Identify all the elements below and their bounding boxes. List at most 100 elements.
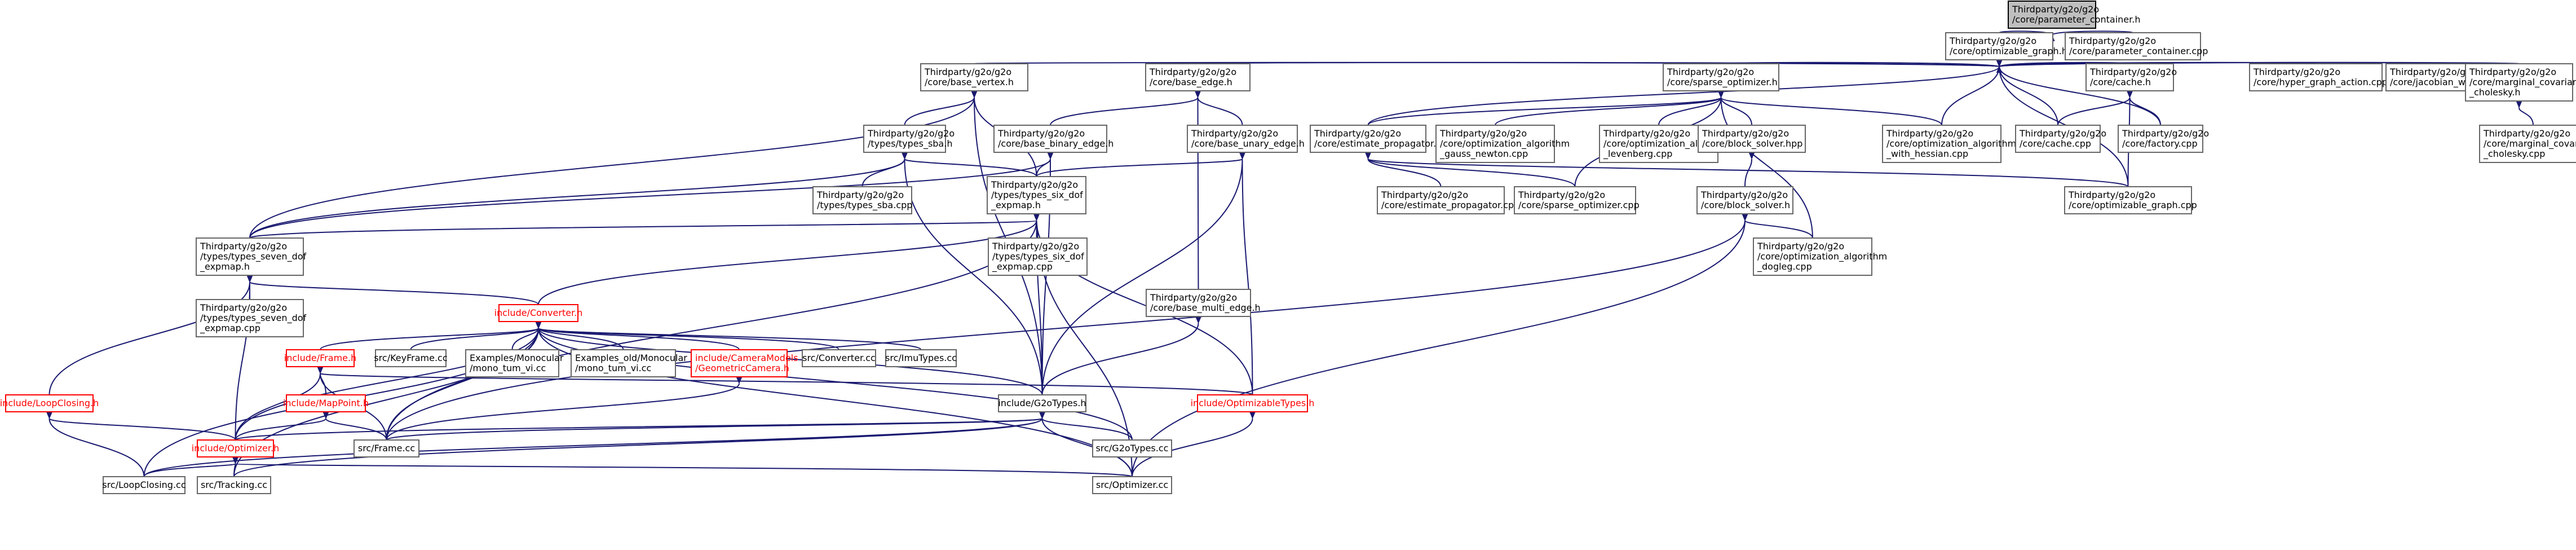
node-label-line: Thirdparty/g2o/g2o — [1518, 190, 1605, 200]
node-types-sba-cpp[interactable]: Thirdparty/g2o/g2o/types/types_sba.cpp — [812, 186, 912, 214]
node-label-line: /core/estimate_propagator.h — [1314, 138, 1442, 149]
node-keyframe-cc[interactable]: src/KeyFrame.cc — [374, 349, 448, 367]
node-label-line: /core/cache.h — [2090, 77, 2151, 87]
node-label-line: src/Converter.cc — [802, 353, 876, 363]
node-label-line: /core/optimizable_graph.cpp — [2069, 200, 2197, 211]
node-types-seven-dof-cpp[interactable]: Thirdparty/g2o/g2o/types/types_seven_dof… — [196, 299, 307, 337]
node-label-line: src/LoopClosing.cc — [102, 479, 185, 490]
node-estimate-propagator-cpp[interactable]: Thirdparty/g2o/g2o/core/estimate_propaga… — [1377, 186, 1519, 214]
node-types-sba-h[interactable]: Thirdparty/g2o/g2o/types/types_sba.h — [863, 125, 955, 153]
node-label-line: src/Optimizer.cc — [1096, 479, 1168, 490]
node-types-six-dof-h[interactable]: Thirdparty/g2o/g2o/types/types_six_dof_e… — [987, 176, 1086, 214]
node-box — [1187, 125, 1298, 153]
node-label-line: /types/types_seven_dof — [200, 251, 307, 262]
node-types-six-dof-cpp[interactable]: Thirdparty/g2o/g2o/types/types_six_dof_e… — [988, 237, 1088, 276]
dependency-edge — [538, 214, 1040, 305]
node-label-line: include/Converter.h — [494, 307, 583, 318]
node-hyper-graph-action-cpp[interactable]: Thirdparty/g2o/g2o/core/hyper_graph_acti… — [2249, 63, 2388, 91]
node-param-container-h: Thirdparty/g2o/g2o/core/parameter_contai… — [2008, 1, 2140, 29]
node-label-line: Thirdparty/g2o/g2o — [816, 190, 904, 200]
node-sparse-optimizer-cpp[interactable]: Thirdparty/g2o/g2o/core/sparse_optimizer… — [1514, 186, 1640, 214]
node-base-binary-edge-h[interactable]: Thirdparty/g2o/g2o/core/base_binary_edge… — [993, 125, 1114, 153]
node-g2o-types-h[interactable]: include/G2oTypes.h — [998, 394, 1086, 412]
node-label-line: Thirdparty/g2o/g2o — [1150, 292, 1237, 303]
node-cache-h[interactable]: Thirdparty/g2o/g2o/core/cache.h — [2085, 63, 2177, 91]
node-label-line: /types/types_sba.h — [868, 138, 952, 149]
dependency-edge — [1039, 412, 1133, 477]
node-base-vertex-h[interactable]: Thirdparty/g2o/g2o/core/base_vertex.h — [920, 63, 1028, 91]
node-camera-models-h[interactable]: include/CameraModels/GeometricCamera.h — [691, 349, 798, 377]
node-loop-closing-h[interactable]: include/LoopClosing.h — [0, 394, 99, 412]
node-types-seven-dof-h[interactable]: Thirdparty/g2o/g2o/types/types_seven_dof… — [196, 237, 307, 276]
node-g2o-types-cc[interactable]: src/G2oTypes.cc — [1092, 439, 1172, 457]
node-base-edge-h[interactable]: Thirdparty/g2o/g2o/core/base_edge.h — [1145, 63, 1251, 91]
node-frame-cc[interactable]: src/Frame.cc — [354, 439, 419, 457]
node-sparse-optimizer-h[interactable]: Thirdparty/g2o/g2o/core/sparse_optimizer… — [1663, 63, 1779, 91]
node-label-line: _expmap.h — [991, 200, 1041, 211]
node-estimate-propagator-h[interactable]: Thirdparty/g2o/g2o/core/estimate_propaga… — [1310, 125, 1442, 153]
node-label-line: Thirdparty/g2o/g2o — [2012, 4, 2099, 15]
node-base-unary-edge-h[interactable]: Thirdparty/g2o/g2o/core/base_unary_edge.… — [1187, 125, 1305, 153]
node-box — [498, 304, 578, 322]
dependency-edge — [535, 322, 922, 350]
node-optimizable-graph-cpp[interactable]: Thirdparty/g2o/g2o/core/optimizable_grap… — [2064, 186, 2197, 214]
node-optimizer-cc[interactable]: src/Optimizer.cc — [1092, 476, 1172, 494]
node-converter-h[interactable]: include/Converter.h — [494, 304, 583, 322]
node-label-line: _expmap.h — [200, 261, 250, 272]
dependency-edge — [902, 152, 1037, 177]
node-box — [1377, 186, 1505, 214]
node-param-container-cpp[interactable]: Thirdparty/g2o/g2o/core/parameter_contai… — [2065, 32, 2208, 60]
dependency-edge — [1041, 316, 1201, 395]
node-optimizable-graph-h[interactable]: Thirdparty/g2o/g2o/core/optimizable_grap… — [1945, 32, 2067, 60]
node-label-line: Thirdparty/g2o/g2o — [1314, 128, 1401, 139]
node-opt-hessian-cpp[interactable]: Thirdparty/g2o/g2o/core/optimization_alg… — [1882, 125, 2016, 163]
node-block-solver-h[interactable]: Thirdparty/g2o/g2o/core/block_solver.h — [1696, 186, 1793, 214]
node-block-solver-hpp[interactable]: Thirdparty/g2o/g2o/core/block_solver.hpp — [1698, 125, 1806, 153]
node-label-line: include/G2oTypes.h — [998, 398, 1086, 408]
node-imu-types-cc[interactable]: src/ImuTypes.cc — [885, 349, 957, 367]
dependency-edge — [2516, 101, 2534, 126]
dependency-edge — [249, 91, 978, 239]
node-opt-dogleg-cpp[interactable]: Thirdparty/g2o/g2o/core/optimization_alg… — [1753, 237, 1887, 276]
dependency-edge — [46, 412, 236, 441]
dependency-edge — [535, 322, 624, 350]
dependency-edge — [1995, 61, 2520, 73]
node-box — [197, 439, 274, 457]
dependency-edge — [1041, 152, 1245, 395]
node-converter-cc[interactable]: src/Converter.cc — [802, 349, 876, 367]
node-opt-gauss-newton-cpp[interactable]: Thirdparty/g2o/g2o/core/optimization_alg… — [1435, 125, 1570, 163]
dependency-edge — [1367, 91, 1724, 126]
node-box — [691, 349, 788, 377]
node-map-point-h[interactable]: include/MapPoint.h — [283, 394, 369, 412]
node-optimizable-types-h[interactable]: include/OptimizableTypes.h — [1191, 394, 1315, 412]
node-label-line: _expmap.cpp — [992, 261, 1053, 272]
dependency-edge — [386, 214, 1040, 441]
node-label-line: /core/optimizable_graph.h — [1950, 46, 2067, 57]
node-box — [1092, 476, 1172, 494]
node-tracking-cc[interactable]: src/Tracking.cc — [197, 476, 271, 494]
node-label-line: src/ImuTypes.cc — [885, 353, 957, 363]
node-frame-h[interactable]: include/Frame.h — [284, 349, 356, 367]
node-factory-cpp[interactable]: Thirdparty/g2o/g2o/core/factory.cpp — [2118, 125, 2209, 153]
node-mono-tum-vi-cc[interactable]: Examples/Monocular/mono_tum_vi.cc — [465, 349, 564, 377]
dependency-edge — [1195, 91, 1243, 126]
node-label-line: /types/types_seven_dof — [200, 313, 307, 324]
node-label-line: Thirdparty/g2o/g2o — [200, 241, 287, 252]
node-cache-cpp[interactable]: Thirdparty/g2o/g2o/core/cache.cpp — [2015, 125, 2106, 153]
node-optimizer-h[interactable]: include/Optimizer.h — [192, 439, 279, 457]
node-label-line: /mono_tum_vi.cc — [575, 363, 651, 374]
node-base-multi-edge-h[interactable]: Thirdparty/g2o/g2o/core/base_multi_edge.… — [1146, 289, 1261, 317]
node-marginal-cov-h[interactable]: Thirdparty/g2o/g2o/core/marginal_covaria… — [2465, 63, 2576, 102]
node-box — [802, 349, 876, 367]
node-mono-tum-vi-old-cc[interactable]: Examples_old/Monocular/mono_tum_vi.cc — [571, 349, 687, 377]
node-label-line: include/Optimizer.h — [192, 443, 279, 454]
node-box — [5, 394, 94, 412]
dependency-edge — [235, 412, 329, 441]
dependency-edge — [1718, 91, 1752, 126]
node-marginal-cov-cpp[interactable]: Thirdparty/g2o/g2o/core/marginal_covaria… — [2479, 125, 2576, 163]
node-loop-closing-cc[interactable]: src/LoopClosing.cc — [102, 476, 186, 494]
node-label-line: _gauss_newton.cpp — [1439, 148, 1528, 160]
node-label-line: _cholesky.h — [2469, 87, 2520, 98]
node-label-line: Thirdparty/g2o/g2o — [1603, 128, 1690, 139]
node-label-line: Thirdparty/g2o/g2o — [2068, 190, 2155, 200]
